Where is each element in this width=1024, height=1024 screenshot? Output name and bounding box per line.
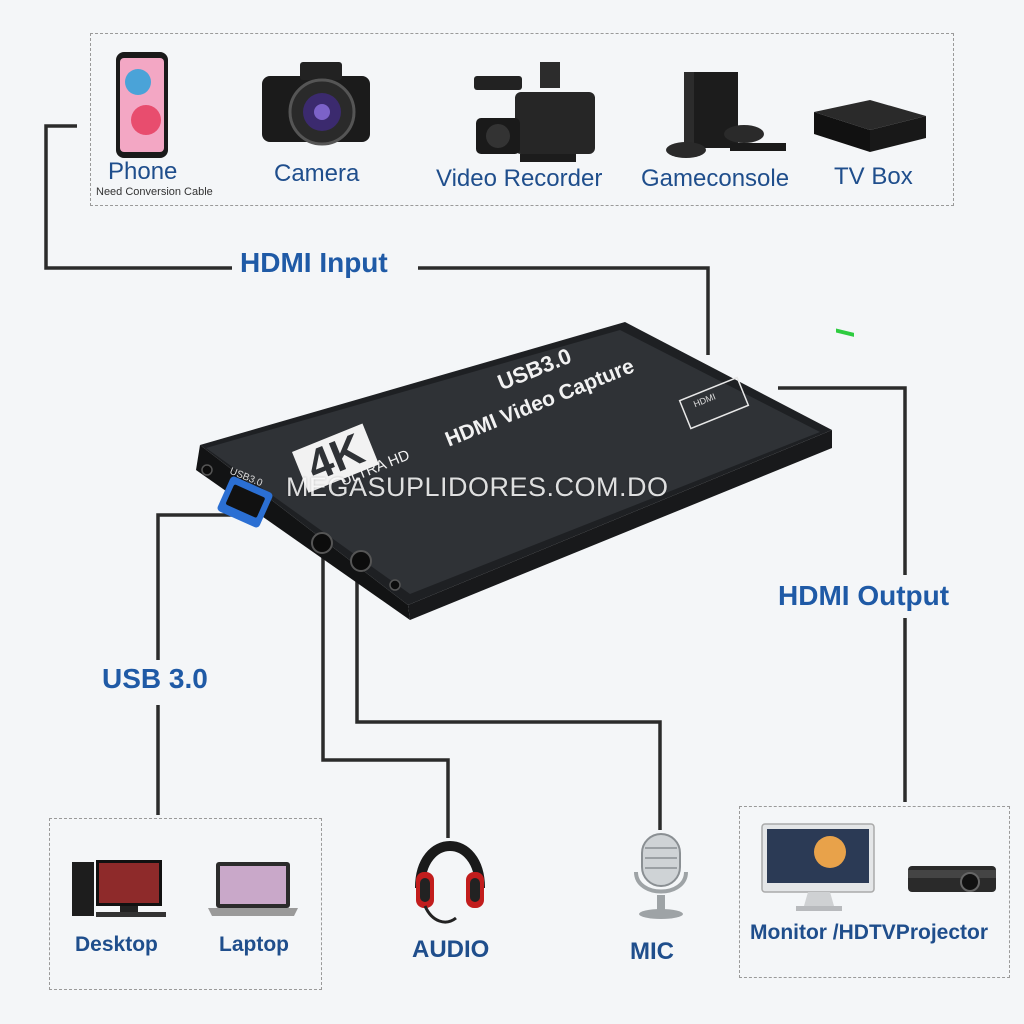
capture-device [196,322,832,620]
computer-devices-box [49,818,322,990]
phone-sublabel: Need Conversion Cable [96,186,213,198]
hdmi-output-label: HDMI Output [778,580,950,611]
hdmi-input-label: HDMI Input [240,247,388,278]
display-devices-box [739,806,1010,978]
projector-icon [908,866,996,892]
laptop-label: Laptop [219,933,289,956]
input-devices-box [90,33,954,206]
hdmi-input-line [44,124,232,270]
phone-label: Phone [108,158,178,185]
mic-label: MIC [630,938,674,965]
monitor-icon [761,823,875,911]
tv-box-label: TV Box [834,163,913,190]
tv-box-icon [814,100,926,337]
desktop-label: Desktop [75,933,158,956]
hdmi-output-line [778,386,907,575]
monitor-projector-label: Monitor /HDTVProjector [750,921,989,944]
hdmi-input-line-right [418,266,710,355]
video-recorder-label: Video Recorder [436,165,603,192]
camera-label: Camera [274,160,360,187]
camera-icon [262,62,370,146]
laptop-icon [208,862,298,916]
gameconsole-label: Gameconsole [641,165,790,192]
phone-icon [116,52,168,158]
usb-line [156,513,240,660]
desktop-icon [72,860,166,917]
microphone-icon [634,833,688,919]
usb-label: USB 3.0 [102,663,208,694]
headphones-icon [415,841,485,924]
audio-line [321,545,450,838]
gameconsole-icon [666,72,786,158]
video-recorder-icon [474,62,595,162]
mic-line [355,575,662,830]
audio-label: AUDIO [412,936,490,963]
watermark: MEGASUPLIDORES.COM.DO [286,472,669,502]
connection-lines [44,124,907,838]
